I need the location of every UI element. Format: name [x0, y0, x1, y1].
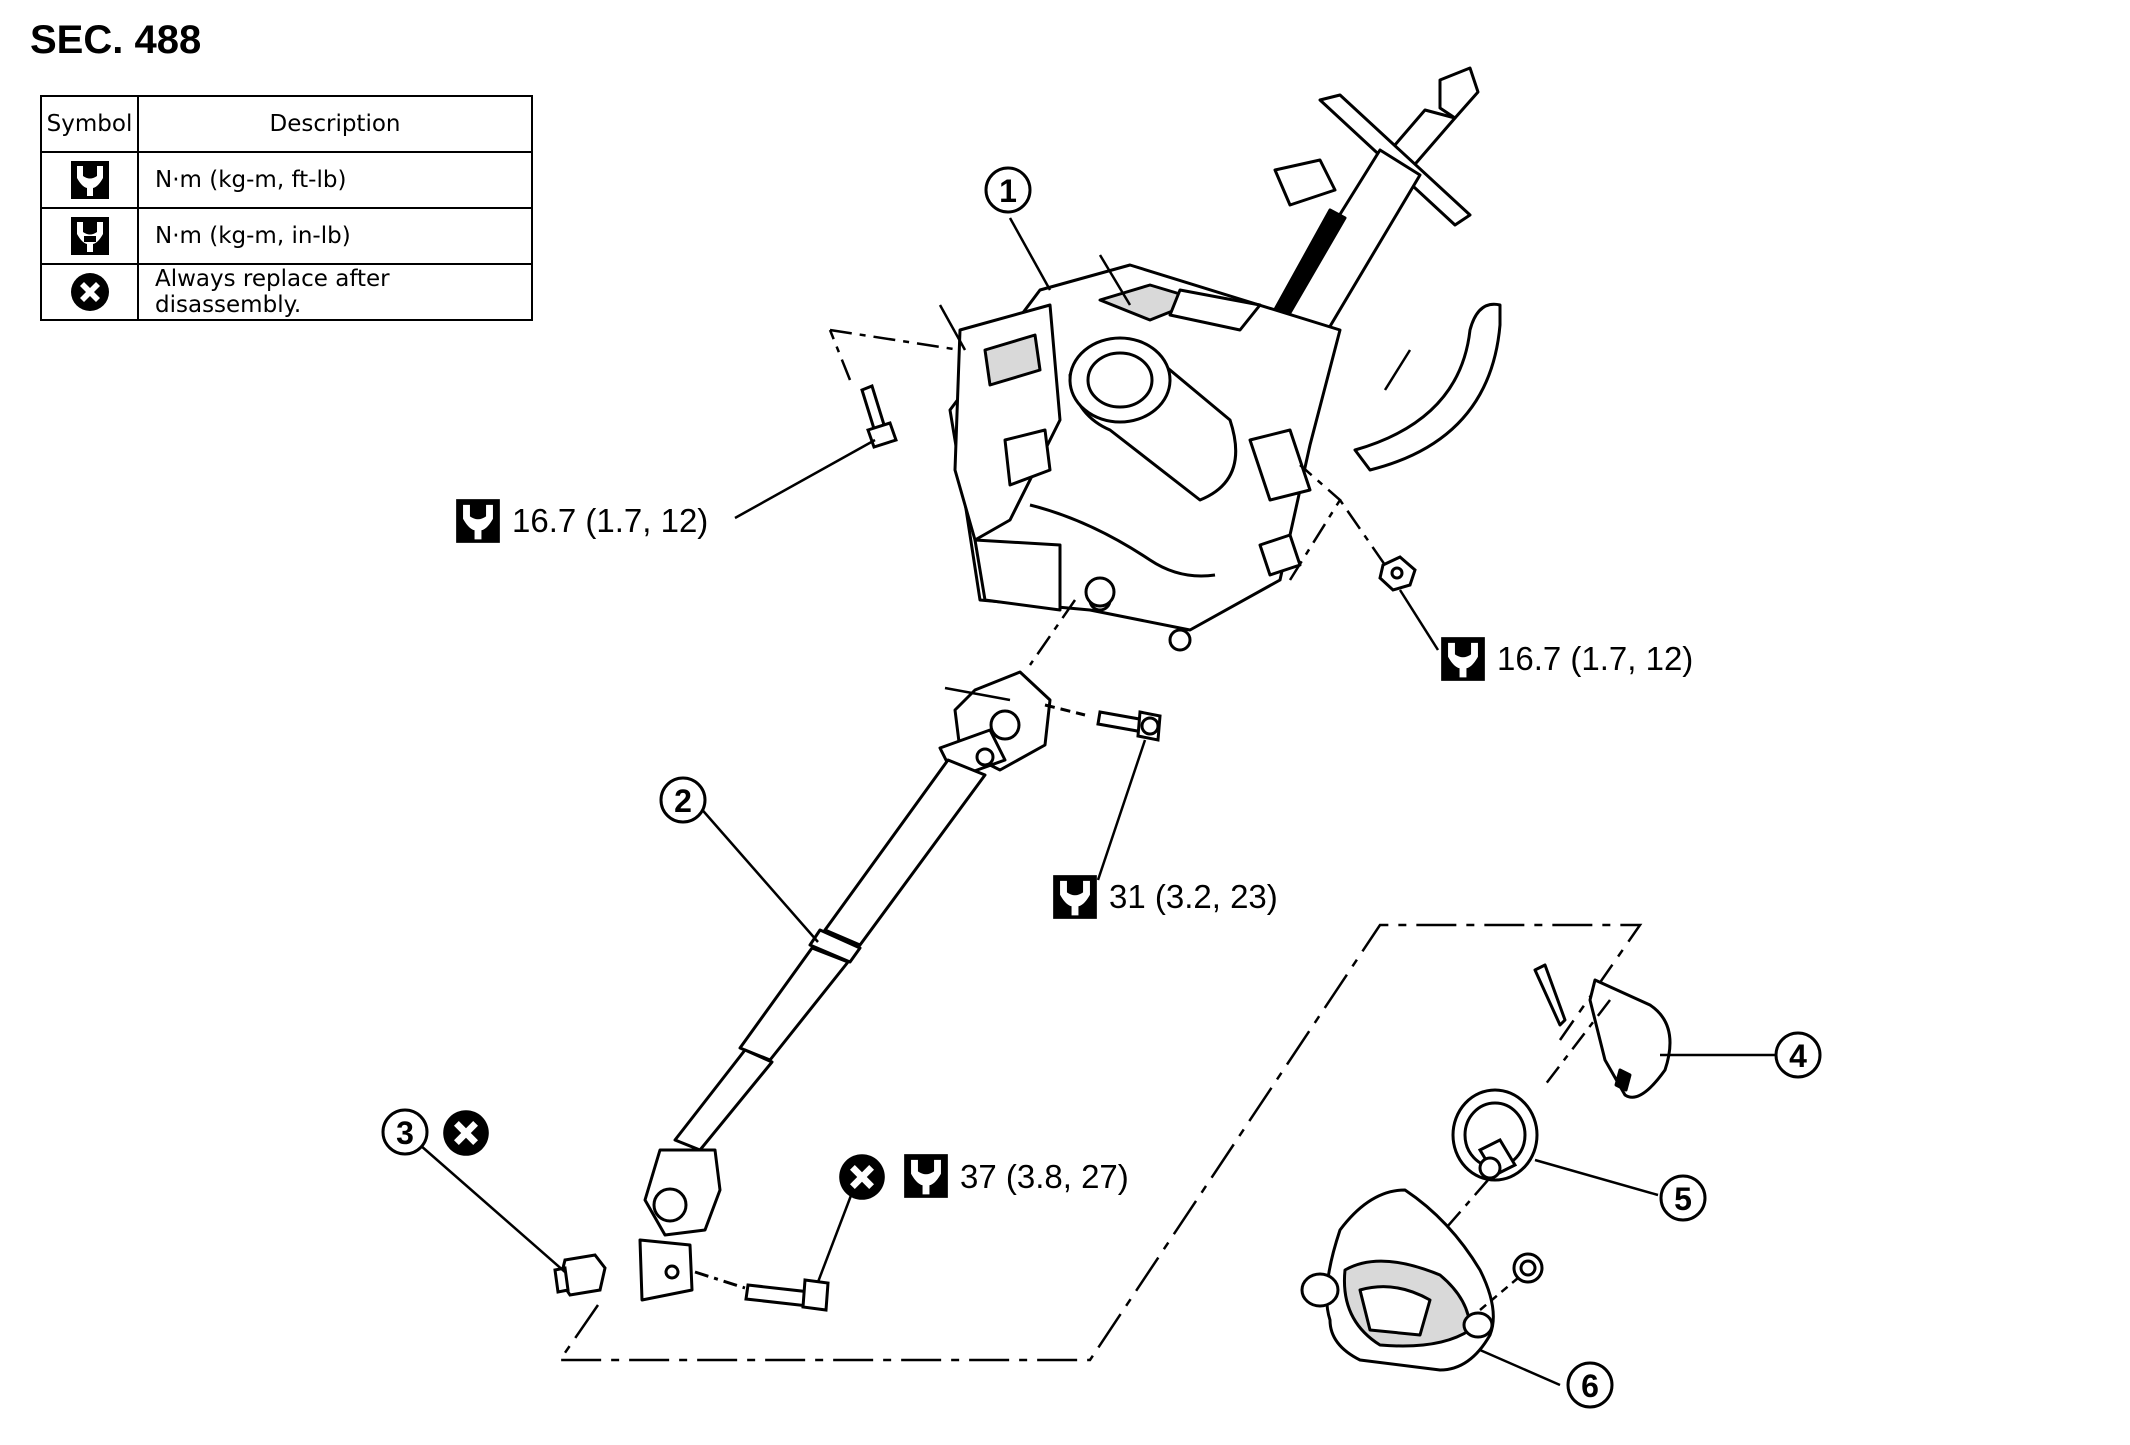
- always-replace-icon: [40, 263, 139, 321]
- upper-bolt-leader: [1096, 739, 1147, 881]
- svg-text:31 (3.2, 23): 31 (3.2, 23): [1109, 878, 1278, 915]
- torque-spec-lower-joint-bolt: 37 (3.8, 27): [839, 1154, 1129, 1200]
- always-replace-icon: [839, 1154, 885, 1200]
- column-mounting-nut: [1378, 555, 1417, 592]
- legend-description: N·m (kg-m, in-lb): [137, 207, 533, 265]
- callout-4: 4: [1774, 1031, 1822, 1079]
- part6-leader: [1479, 1348, 1561, 1387]
- svg-text:6: 6: [1581, 1368, 1599, 1404]
- svg-text:5: 5: [1674, 1181, 1692, 1217]
- lower-bolt-leader: [816, 1184, 857, 1283]
- always-replace-icon: [443, 1110, 489, 1156]
- clip-nut: [1512, 1252, 1544, 1284]
- torque-spec-upper-joint-bolt: 31 (3.2, 23): [1053, 875, 1278, 919]
- symbol-legend-table: Symbol Description N·m (kg-m, ft-lb) N·m…: [40, 95, 533, 321]
- lower-joint-bolt: [694, 1270, 830, 1312]
- callout-3: 3: [381, 1108, 429, 1156]
- column-leader-lines: [828, 217, 1412, 666]
- legend-row: N·m (kg-m, ft-lb): [40, 151, 533, 209]
- torque-wrench-icon: [1053, 875, 1097, 919]
- legend-header-symbol: Symbol: [40, 95, 139, 153]
- torque-spec-column-bolt: 16.7 (1.7, 12): [456, 499, 708, 543]
- hole-cover-part: [553, 1253, 607, 1297]
- legend-header-description: Description: [137, 95, 533, 153]
- part5-leader: [1534, 1158, 1659, 1197]
- torque-wrench-filled-icon: [40, 207, 139, 265]
- nut-leader: [1398, 589, 1440, 651]
- lower-shaft-assembly: [638, 670, 1052, 1302]
- bolt-leader: [734, 438, 876, 520]
- legend-row: Always replace after disassembly.: [40, 263, 533, 321]
- svg-text:3: 3: [396, 1115, 414, 1151]
- column-hole-cover-clip: [1533, 963, 1672, 1099]
- legend-description: Always replace after disassembly.: [137, 263, 533, 321]
- svg-text:1: 1: [999, 173, 1017, 209]
- svg-text:37 (3.8, 27): 37 (3.8, 27): [960, 1158, 1129, 1195]
- shaft-leader-2: [697, 804, 819, 943]
- phantom-outline: [557, 923, 1643, 1362]
- torque-wrench-icon: [904, 1154, 948, 1198]
- torque-spec-column-nut: 16.7 (1.7, 12): [1441, 637, 1693, 681]
- shaft-leader-upper: [944, 686, 1011, 702]
- replace-symbol-part3: [443, 1110, 489, 1156]
- torque-wrench-icon: [40, 151, 139, 209]
- steering-column-assembly: [948, 66, 1502, 652]
- section-title: SEC. 488: [30, 18, 202, 62]
- torque-wrench-icon: [1441, 637, 1485, 681]
- grommet: [1451, 1088, 1539, 1182]
- legend-header-row: Symbol Description: [40, 95, 533, 153]
- upper-joint-bolt: [1044, 703, 1162, 742]
- part4-dash: [1544, 999, 1611, 1086]
- legend-description: N·m (kg-m, ft-lb): [137, 151, 533, 209]
- callout-1: 1: [984, 166, 1032, 214]
- callout-5: 5: [1659, 1174, 1707, 1222]
- part3-leader: [419, 1144, 566, 1273]
- steering-column-hole-cover: [1300, 1188, 1495, 1372]
- svg-text:16.7 (1.7, 12): 16.7 (1.7, 12): [1497, 640, 1693, 677]
- svg-text:16.7 (1.7, 12): 16.7 (1.7, 12): [512, 502, 708, 539]
- legend-row: N·m (kg-m, in-lb): [40, 207, 533, 265]
- column-mounting-bolt: [860, 384, 898, 449]
- callout-2: 2: [659, 776, 707, 824]
- callout-6: 6: [1566, 1361, 1614, 1409]
- torque-wrench-icon: [456, 499, 500, 543]
- svg-text:2: 2: [674, 783, 692, 819]
- svg-text:4: 4: [1789, 1038, 1807, 1074]
